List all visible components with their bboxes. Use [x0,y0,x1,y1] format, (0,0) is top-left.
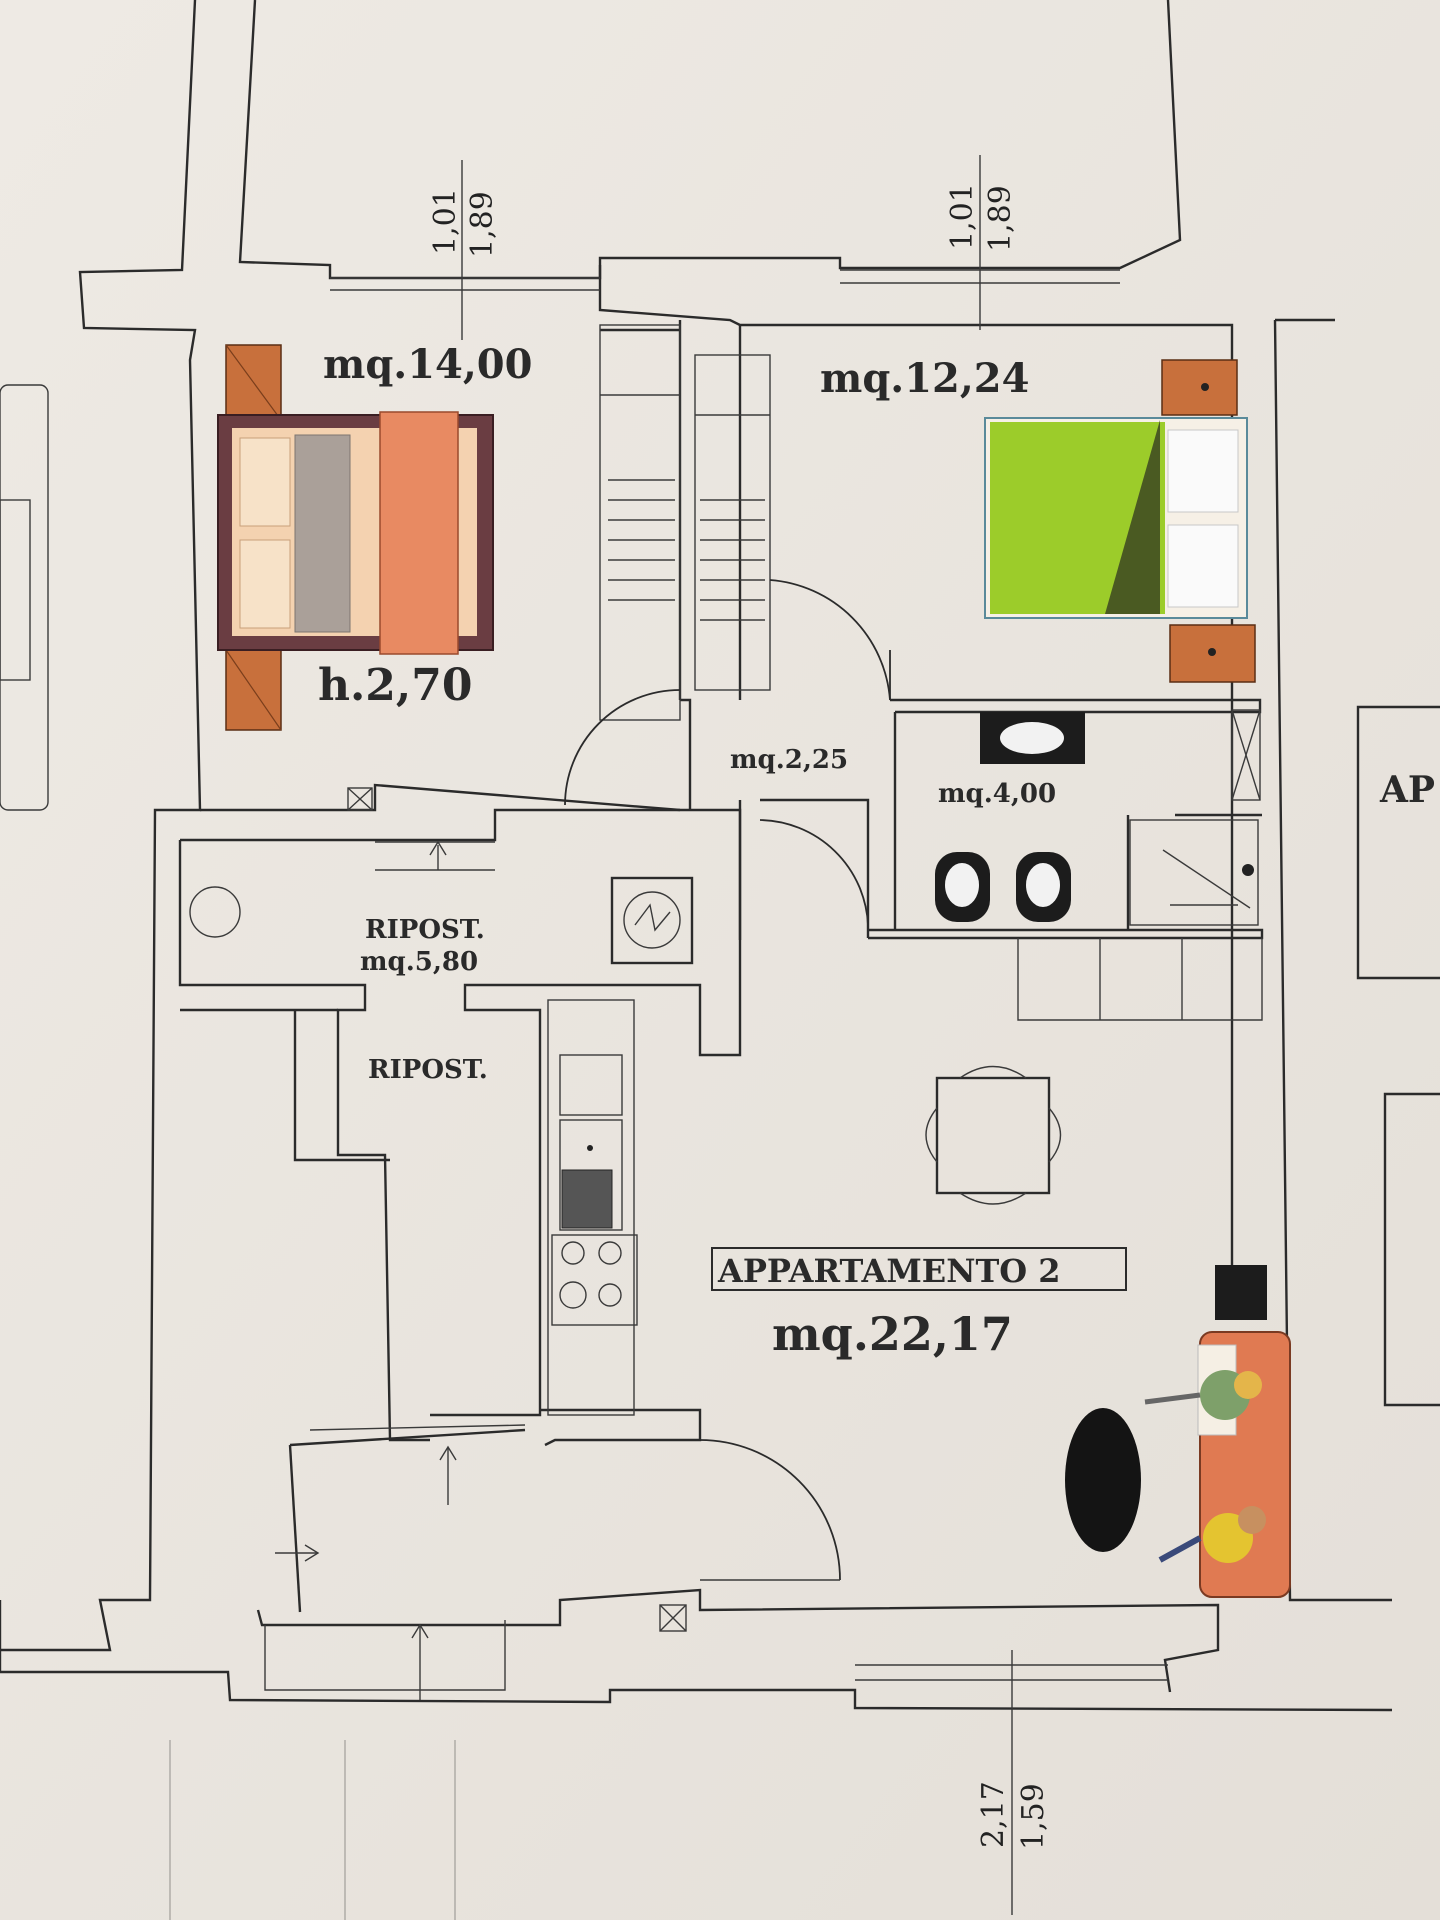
toilet-icon [935,852,1071,922]
double-bed-icon [984,359,1256,683]
room-area-bedroom-left: mq.14,00 [323,341,532,388]
apartment-area: mq.22,17 [772,1307,1013,1361]
boiler-icon [610,876,694,965]
storage-2-label: RIPOST. [368,1055,488,1085]
sofa-with-people-icon [1065,1265,1291,1598]
neighbor-unit [1356,705,1440,1407]
dimension-marks [461,155,1013,1915]
dining-table-icon [925,1065,1062,1205]
room-height-bedroom-left: h.2,70 [318,660,472,711]
storage-1-area: mq.5,80 [360,947,478,977]
room-area-bedroom-right: mq.12,24 [820,355,1029,402]
cooktop-icon [551,1234,638,1326]
kitchen-counter [547,999,635,1416]
dim-left-bottom: 1,89 [465,191,500,258]
storage-1-label: RIPOST. [365,915,485,945]
doors [564,579,891,1581]
ventilation-icon [189,787,687,1632]
dim-left-top: 1,01 [428,188,463,255]
neighbor-label: AP [1379,769,1435,811]
dim-right-top: 1,01 [945,183,980,250]
apartment-title-box [711,1247,1127,1291]
neighbor-furniture [0,384,49,811]
stair-treads [608,479,765,621]
room-area-bath: mq.4,00 [938,779,1056,809]
apartment-title: APPARTAMENTO 2 [717,1252,1061,1290]
dim-bottom-top: 2,17 [976,1781,1011,1848]
faint-lower-lines [169,1740,456,1920]
room-area-hall: mq.2,25 [730,745,848,775]
double-bed-icon [217,344,494,731]
dim-right-bottom: 1,89 [983,185,1018,252]
dim-bottom-bottom: 1,59 [1016,1783,1051,1850]
sink-icon [980,712,1085,764]
shower-icon [1129,709,1261,926]
arrow-icon [275,840,495,1700]
